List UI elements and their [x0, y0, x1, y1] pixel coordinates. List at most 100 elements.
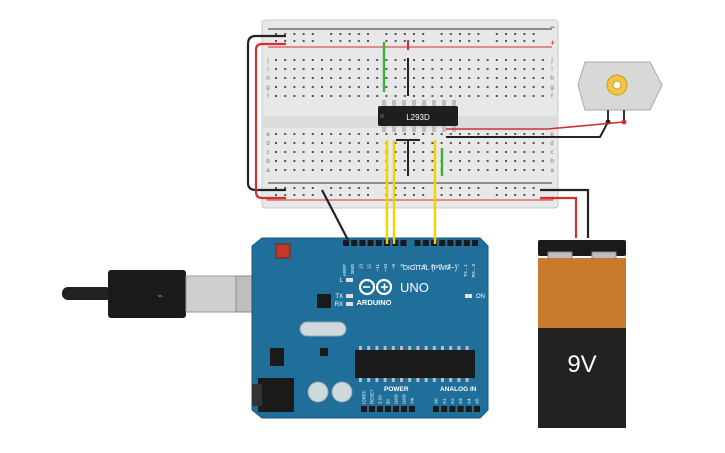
rail-hole [394, 40, 397, 42]
breadboard-hole [449, 151, 452, 153]
chip-pin [432, 100, 436, 106]
breadboard-hole [532, 169, 535, 171]
rail-hole [367, 187, 369, 189]
power-header-pin[interactable] [385, 406, 391, 412]
usb-plug-metal [185, 275, 237, 313]
digital-header-pin[interactable] [439, 240, 446, 246]
breadboard-hole [275, 68, 277, 70]
wire-red-rail-loop[interactable] [254, 42, 286, 200]
analog-header-pin[interactable] [457, 406, 464, 412]
power-header-pin[interactable] [401, 406, 407, 412]
breadboard-hole [385, 86, 388, 88]
l293d-chip[interactable]: L293D [378, 100, 458, 132]
breadboard-hole [376, 68, 379, 70]
analog-header-pin[interactable] [433, 406, 439, 412]
digital-header-pin[interactable] [343, 240, 349, 246]
wire-black-gnd[interactable] [321, 189, 349, 241]
analog-header-pin[interactable] [441, 406, 448, 412]
breadboard-hole [339, 133, 342, 135]
breadboard-hole [486, 133, 489, 135]
dc-power-jack-lip [252, 384, 262, 406]
breadboard-hole [541, 151, 544, 153]
breadboard-hole [348, 77, 351, 79]
rail-hole [302, 194, 305, 196]
digital-header-pin[interactable] [414, 240, 421, 246]
digital-header-pin[interactable] [400, 240, 407, 246]
breadboard-hole [275, 59, 277, 61]
reset-button[interactable] [275, 243, 291, 259]
atmega-pin [465, 378, 469, 382]
rail-hole [275, 187, 277, 189]
breadboard-hole [431, 86, 434, 88]
breadboard-hole [495, 95, 498, 97]
breadboard-hole [293, 133, 296, 135]
wire-motor-black[interactable] [446, 121, 609, 138]
digital-header-pin[interactable] [392, 240, 399, 246]
digital-header-pin[interactable] [359, 240, 366, 246]
wire-motor-red[interactable] [446, 121, 625, 130]
breadboard-hole [330, 95, 333, 97]
digital-header-pin[interactable] [422, 240, 429, 246]
power-header-pin[interactable] [361, 406, 367, 412]
rail-hole [514, 40, 517, 42]
rail-hole [339, 187, 342, 189]
row-letter: b [550, 159, 554, 165]
breadboard-hole [486, 142, 489, 144]
breadboard-hole [403, 68, 406, 70]
dc-motor[interactable] [577, 61, 663, 125]
wire-battery-red[interactable] [540, 196, 578, 238]
chip-pin [452, 100, 456, 106]
breadboard-hole [311, 59, 314, 61]
breadboard-hole [357, 59, 360, 61]
dc-power-jack [258, 378, 294, 412]
analog-header-pin[interactable] [465, 406, 472, 412]
digital-header-pin[interactable] [367, 240, 374, 246]
breadboard-hole [468, 151, 471, 153]
wire-battery-black[interactable] [540, 188, 590, 238]
breadboard-hole [440, 95, 443, 97]
atmega-pin [424, 346, 428, 350]
atmega-pin [432, 378, 436, 382]
digital-header-pin[interactable] [447, 240, 454, 246]
rail-hole [403, 33, 406, 35]
digital-pin-label: RX←0 [471, 264, 476, 278]
breadboard-hole [505, 142, 507, 144]
breadboard-hole [422, 169, 425, 171]
breadboard-hole [403, 160, 406, 162]
digital-header-pin[interactable] [463, 240, 470, 246]
digital-header-pin[interactable] [455, 240, 462, 246]
breadboard-hole [321, 142, 323, 144]
battery-9v[interactable]: 9V [538, 240, 626, 428]
breadboard-hole [523, 86, 526, 88]
breadboard-hole [284, 160, 287, 162]
capacitor-2 [331, 381, 353, 403]
breadboard-hole [541, 160, 544, 162]
wire-black-rail-loop[interactable] [246, 34, 286, 192]
breadboard-hole [330, 133, 333, 135]
atmega-pin [449, 346, 453, 350]
breadboard-hole [477, 133, 480, 135]
breadboard-hole [330, 86, 333, 88]
usb-plug-body [108, 270, 186, 318]
power-header-pin[interactable] [377, 406, 383, 412]
rail-hole [495, 33, 498, 35]
breadboard-hole [477, 86, 480, 88]
breadboard-hole [367, 59, 369, 61]
analog-header-pin[interactable] [474, 406, 480, 412]
power-header-pin[interactable] [369, 406, 375, 412]
breadboard-hole [376, 133, 379, 135]
rail-hole [403, 40, 406, 42]
atmega-pin [383, 346, 387, 350]
breadboard-hole [514, 142, 517, 144]
breadboard-hole [275, 77, 277, 79]
power-header [361, 406, 415, 412]
digital-header-pin[interactable] [472, 240, 478, 246]
digital-header-pin[interactable] [375, 240, 382, 246]
power-header-pin[interactable] [393, 406, 399, 412]
power-header-pin[interactable] [409, 406, 415, 412]
chip-pin [432, 126, 436, 132]
rail-hole [440, 40, 443, 42]
analog-header-pin[interactable] [449, 406, 456, 412]
digital-header-pin[interactable] [351, 240, 358, 246]
